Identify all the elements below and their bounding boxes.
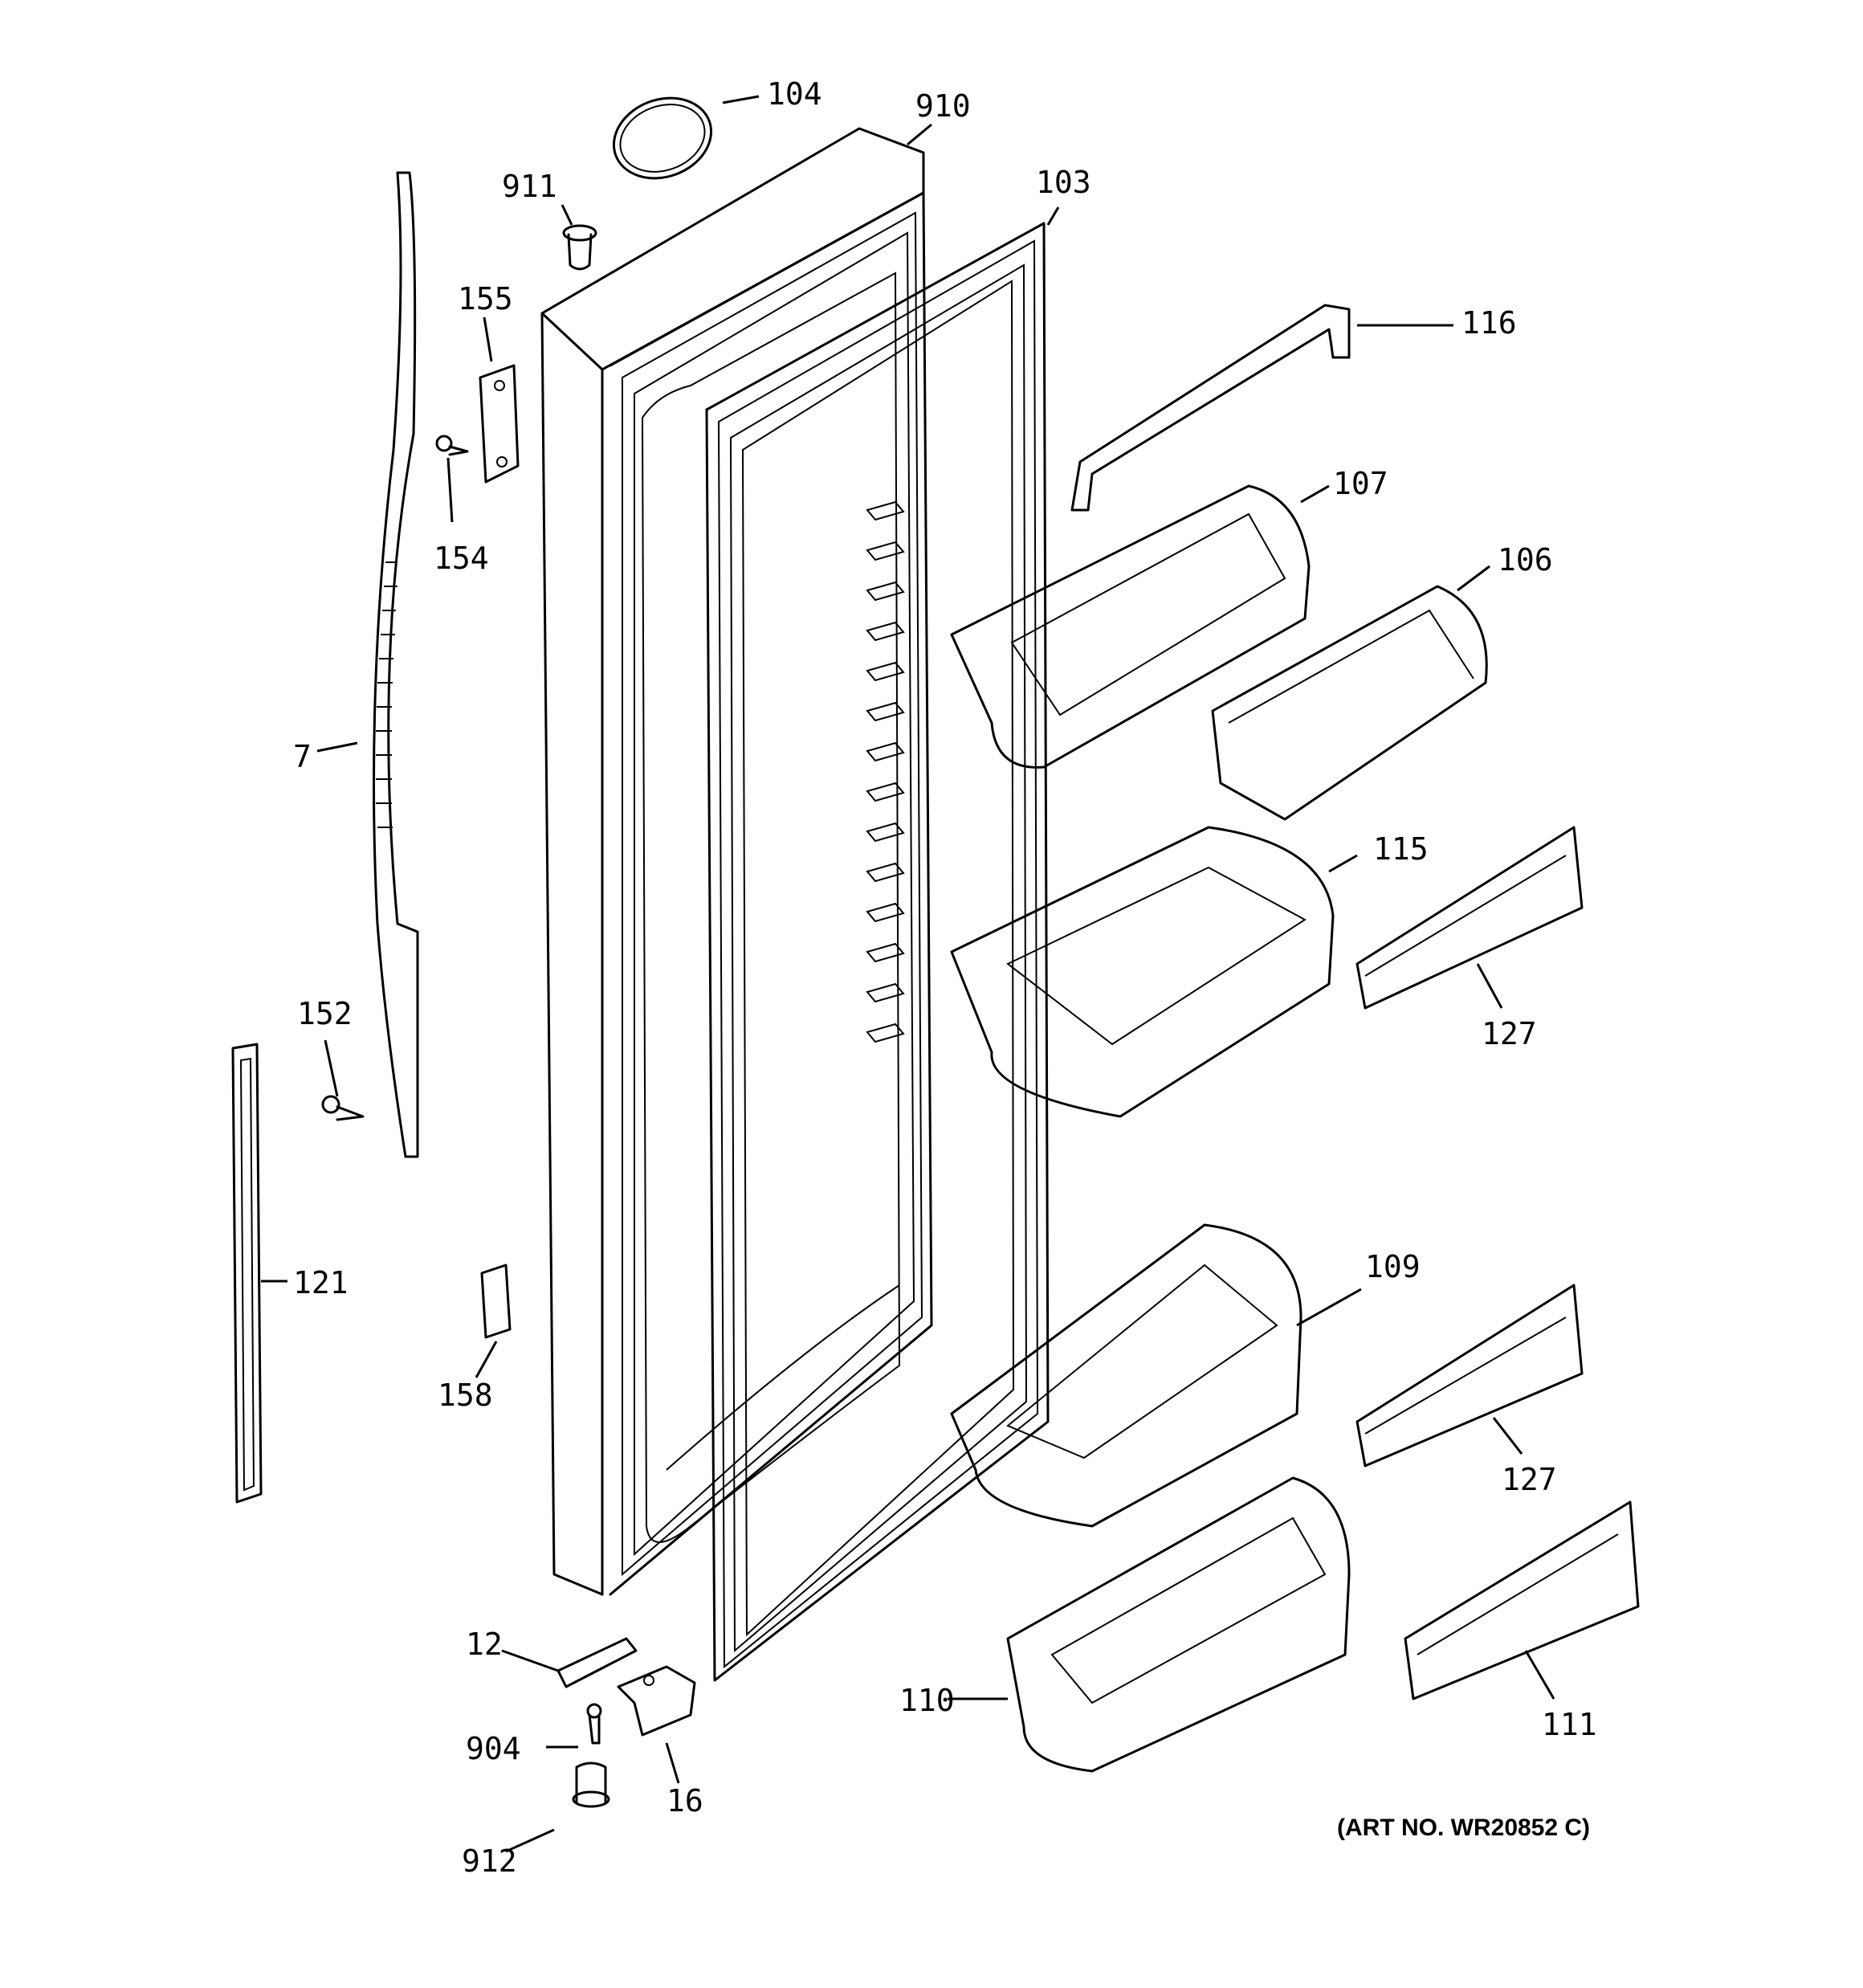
part-154-screw [435,435,469,456]
label-104: 104 [767,76,822,112]
part-106-cover [1211,585,1488,821]
label-910: 910 [915,88,971,124]
label-106: 106 [1498,542,1553,578]
part-127-bin-upper [1355,826,1584,1010]
label-904: 904 [466,1731,521,1766]
label-12: 12 [466,1627,503,1662]
label-7: 7 [293,739,312,774]
part-111-cover [1404,1500,1640,1700]
label-115: 115 [1373,831,1429,867]
label-152: 152 [297,996,353,1031]
part-152-screw [321,1095,365,1121]
part-910-door [540,127,933,1596]
part-158-clip [480,1263,512,1339]
label-155: 155 [458,281,513,316]
label-911: 911 [502,169,557,204]
label-110: 110 [899,1683,955,1718]
door-shelf-rails [866,500,905,1043]
part-7-handle [373,171,419,1158]
part-155-bracket [479,364,520,484]
part-911-bushing [562,224,597,271]
part-116-frame [1070,304,1351,512]
label-121: 121 [293,1265,349,1300]
art-number: (ART NO. WR20852 C) [1337,1815,1590,1841]
part-109-bin [950,1223,1302,1528]
label-912: 912 [462,1843,517,1879]
label-103: 103 [1036,165,1091,200]
part-103-gasket [705,222,1050,1682]
part-115-bin [950,826,1335,1118]
label-111: 111 [1542,1707,1597,1742]
label-107: 107 [1333,466,1388,501]
part-110-bin [1006,1476,1351,1773]
label-116: 116 [1461,305,1517,341]
part-127-bin-lower [1355,1284,1584,1468]
part-104-ring [612,96,713,180]
label-158: 158 [438,1378,493,1413]
part-904-screw [586,1703,602,1745]
part-12-plate [556,1637,638,1688]
part-121-trim [231,1043,263,1504]
leader-lines [261,95,1555,1853]
label-127-lower: 127 [1502,1462,1557,1497]
label-154: 154 [434,541,489,576]
part-number-labels: 104 910 911 103 116 155 154 107 106 7 11… [293,76,1597,1879]
part-912-bushing [572,1761,610,1808]
part-16-hinge [617,1665,696,1737]
label-109: 109 [1365,1249,1421,1284]
label-127-upper: 127 [1482,1016,1537,1051]
label-16: 16 [667,1783,703,1819]
part-107-bin [950,484,1311,769]
